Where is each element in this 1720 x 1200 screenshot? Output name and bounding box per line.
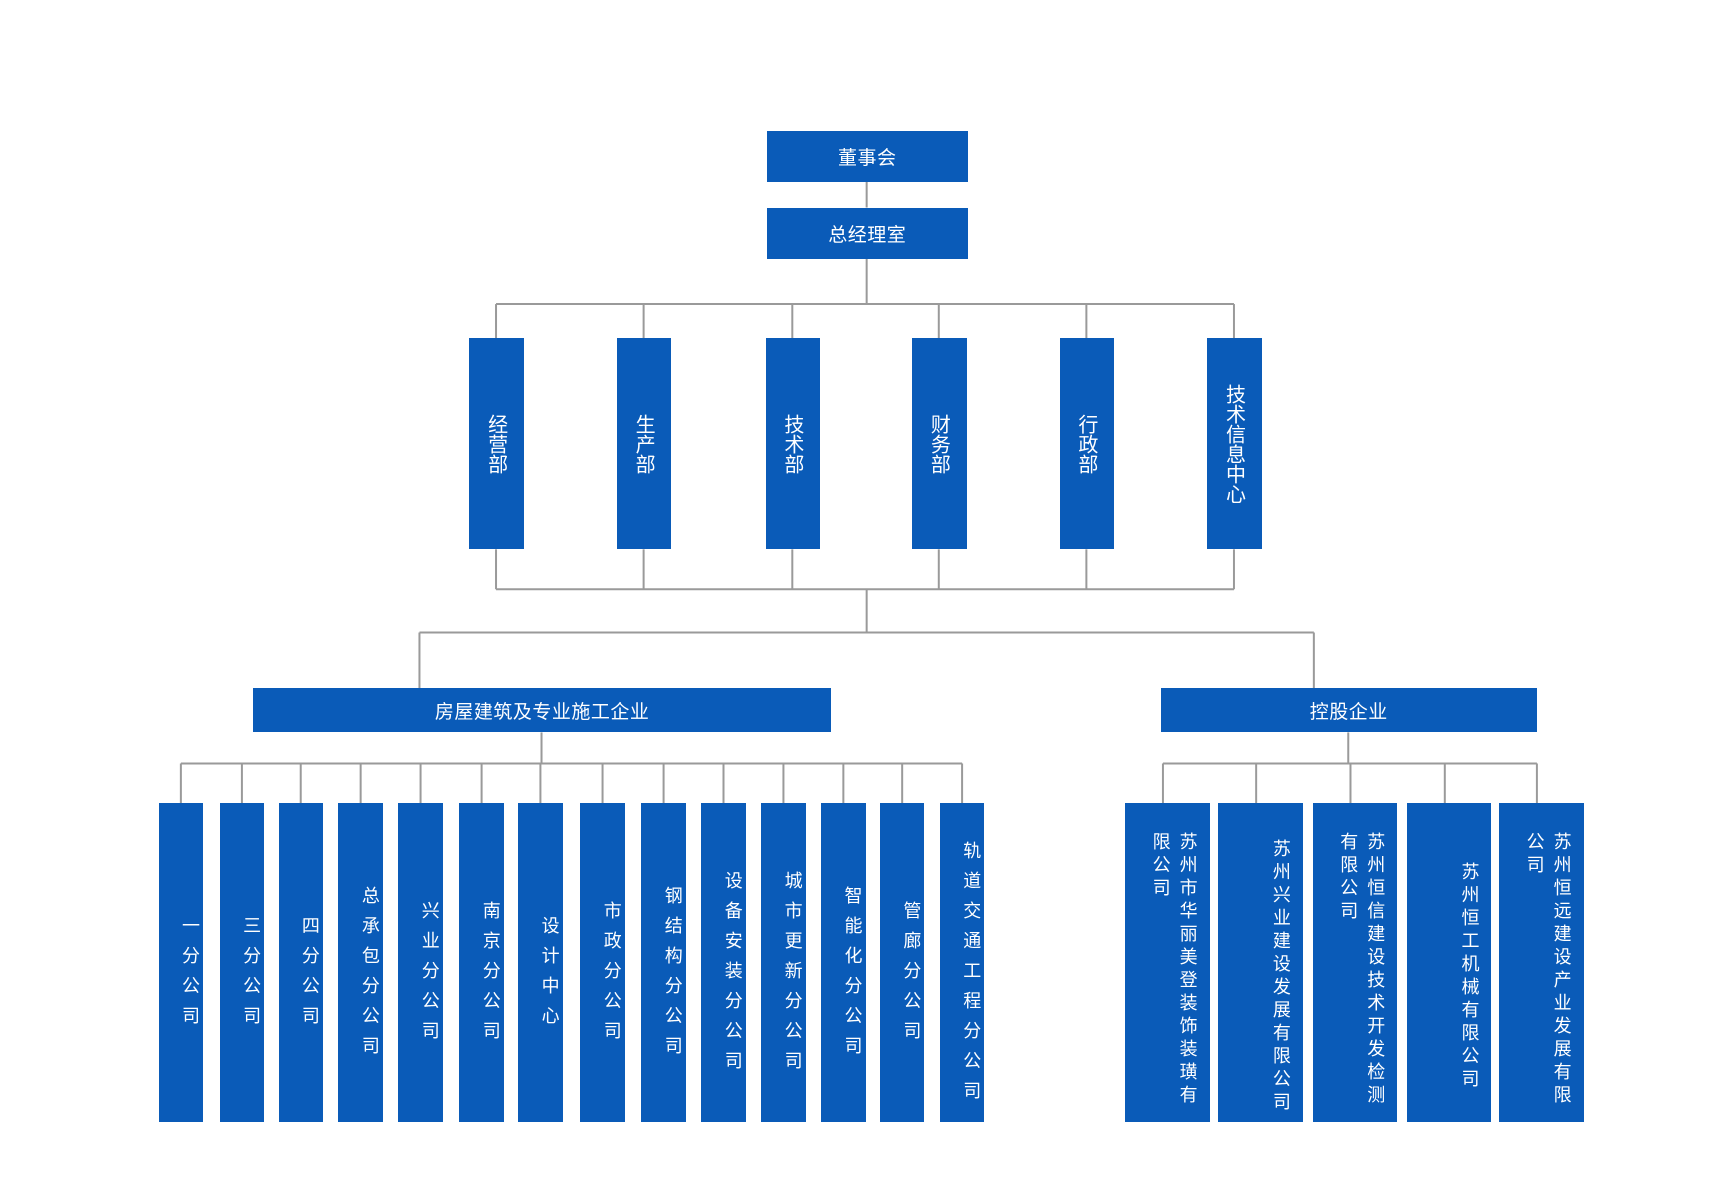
branch-company-box: 四分公司 (278, 803, 323, 1122)
branch-company-box: 一分公司 (158, 803, 204, 1122)
branch-company-box: 三分公司 (219, 803, 265, 1122)
branch-company-box: 兴业分公司 (398, 803, 443, 1122)
branch-company-box: 钢结构分公司 (641, 803, 686, 1122)
department-box: 财务部 (912, 338, 967, 550)
board-box: 董事会 (766, 130, 968, 182)
department-box: 行政部 (1059, 338, 1115, 550)
holding-company-box: 苏州市华丽美登装饰装璜有限公司 (1125, 803, 1210, 1122)
branch-company-box: 总承包分公司 (338, 803, 383, 1122)
group-box-construction: 房屋建筑及专业施工企业 (253, 688, 832, 733)
branch-company-box: 市政分公司 (580, 803, 625, 1122)
holding-company-box: 苏州恒信建设技术开发检测有限公司 (1312, 803, 1398, 1122)
general-manager-office-box: 总经理室 (766, 207, 968, 259)
holding-company-box: 苏州恒远建设产业发展有限公司 (1499, 803, 1584, 1122)
branch-company-box: 设备安装分公司 (701, 803, 746, 1122)
branch-company-box: 轨道交通工程分公司 (939, 803, 985, 1122)
department-box: 经营部 (469, 338, 524, 550)
group-box-holding: 控股企业 (1160, 688, 1537, 733)
branch-company-box: 设计中心 (518, 803, 563, 1122)
department-box: 技术信息中心 (1207, 338, 1262, 550)
holding-company-box: 苏州兴业建设发展有限公司 (1218, 803, 1303, 1122)
department-box: 技术部 (765, 338, 821, 550)
branch-company-box: 智能化分公司 (821, 803, 866, 1122)
holding-company-box: 苏州恒工机械有限公司 (1407, 803, 1492, 1122)
branch-company-box: 南京分公司 (459, 803, 504, 1122)
branch-company-box: 城市更新分公司 (761, 803, 806, 1122)
branch-company-box: 管廊分公司 (879, 803, 925, 1122)
department-box: 生产部 (616, 338, 672, 550)
